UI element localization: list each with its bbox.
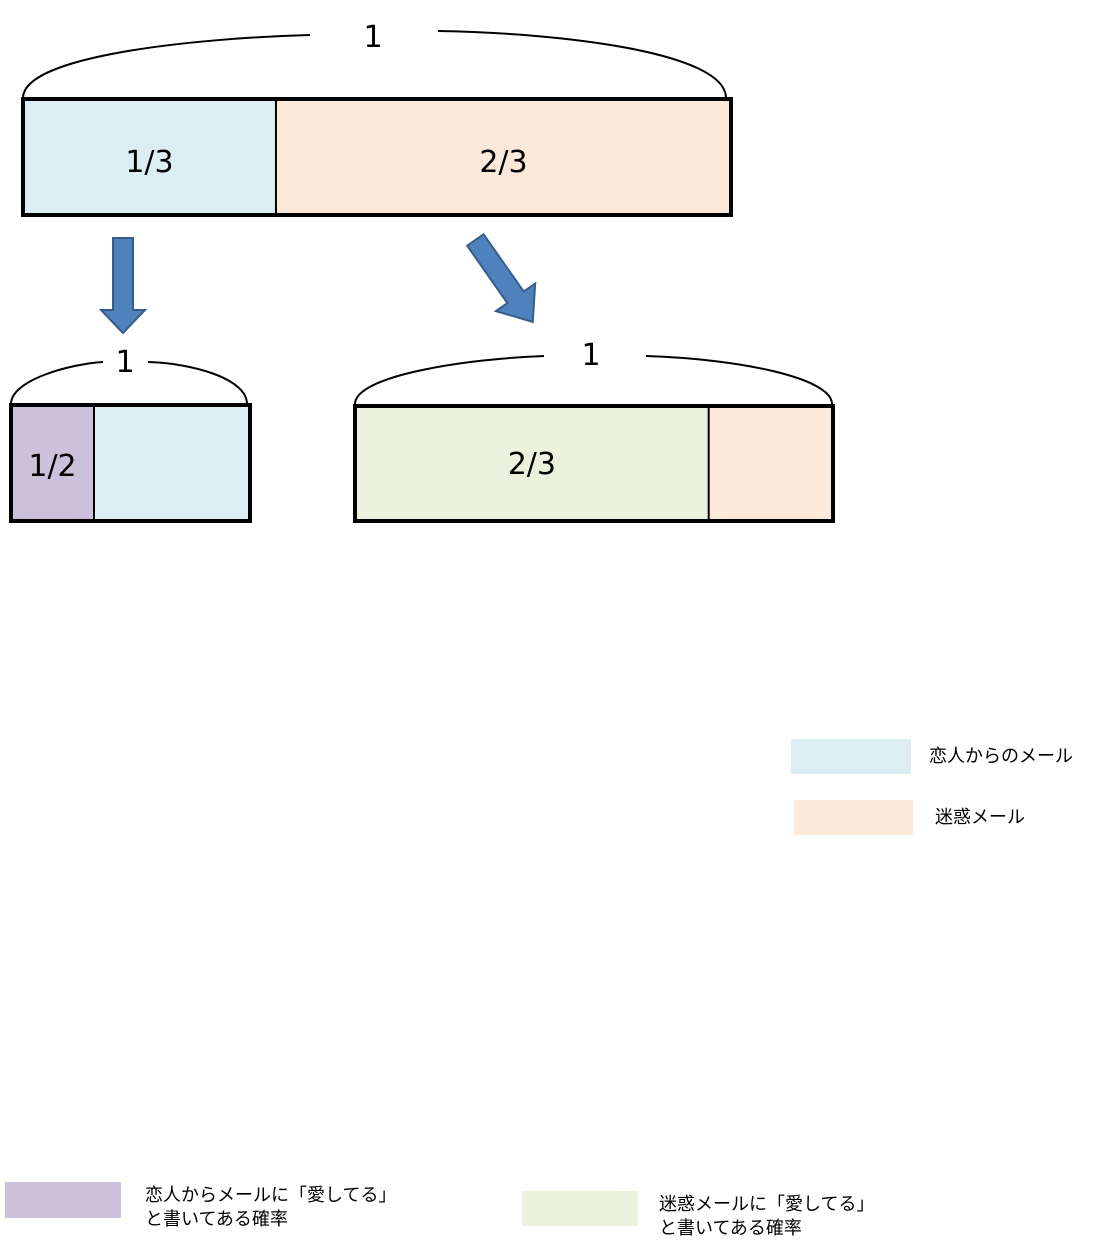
top-bar-frame <box>21 97 733 217</box>
bottom-right-phrase-label: 2/3 <box>508 447 556 482</box>
probability-diagram: 1 1/3 2/3 1 1/2 1 2/3 恋人からのメール <box>5 20 1073 1239</box>
legend-spam-label: 迷惑メール <box>935 807 1025 828</box>
legend-spam-swatch <box>794 800 913 835</box>
top-total-label: 1 <box>363 20 382 55</box>
legend-love-with-phrase-line2: と書いてある確率 <box>145 1209 288 1230</box>
top-love-segment <box>23 99 276 215</box>
top-spam-label: 2/3 <box>479 145 527 180</box>
legend-spam-with-phrase-line2: と書いてある確率 <box>659 1218 802 1239</box>
legend-love-swatch <box>791 739 911 774</box>
legend-love-with-phrase-swatch <box>5 1182 121 1218</box>
arrow-down-right <box>465 232 537 324</box>
bottom-right-brace <box>354 355 833 405</box>
diagram-canvas: 1 1/3 2/3 1 1/2 1 2/3 <box>9 20 835 523</box>
bottom-right-phrase-segment <box>355 406 709 521</box>
top-love-label: 1/3 <box>125 145 173 180</box>
bottom-right-total-label: 1 <box>581 338 600 373</box>
bottom-left-brace <box>10 361 248 405</box>
top-brace <box>22 30 727 99</box>
bottom-left-phrase-segment <box>11 405 94 521</box>
bottom-right-bar-frame <box>353 404 835 523</box>
bottom-left-phrase-label: 1/2 <box>28 449 76 484</box>
bottom-left-bar-frame <box>9 403 252 523</box>
legend-spam-with-phrase-line1: 迷惑メールに「愛してる」 <box>659 1194 875 1215</box>
bottom-left-total-label: 1 <box>115 345 134 380</box>
legend-spam-with-phrase-swatch <box>522 1191 638 1226</box>
top-spam-segment <box>275 99 731 215</box>
legend-love-with-phrase-line1: 恋人からメールに「愛してる」 <box>145 1185 397 1206</box>
legend-love-label: 恋人からのメール <box>929 746 1073 767</box>
arrow-down-left <box>98 237 148 335</box>
